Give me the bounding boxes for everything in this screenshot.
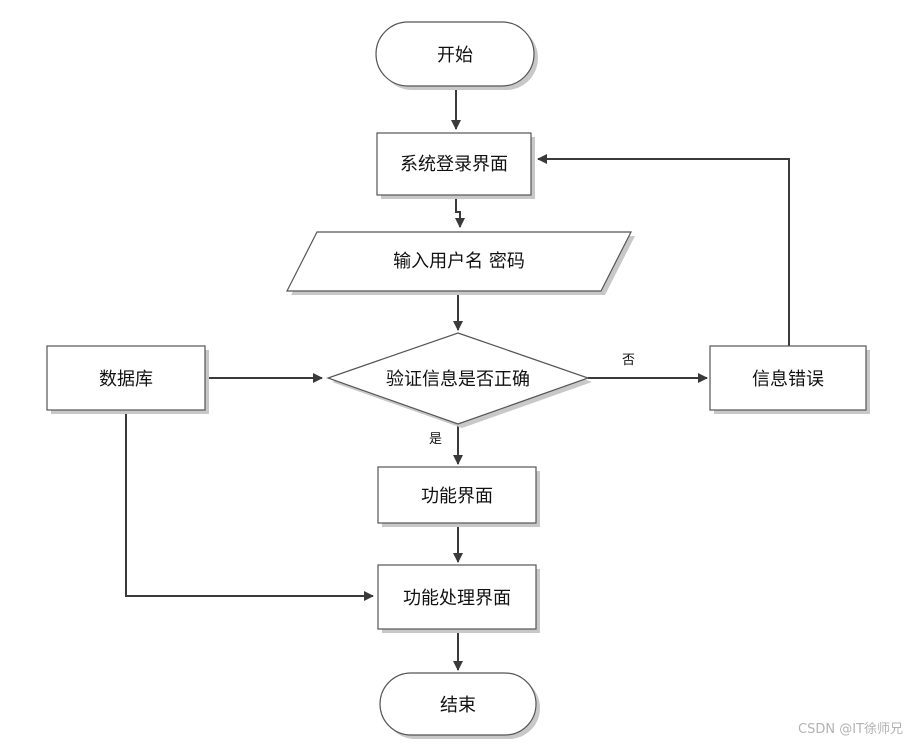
process-shape xyxy=(376,132,532,196)
terminal-shape xyxy=(375,21,535,87)
function-label: 功能界面 xyxy=(421,486,493,507)
edge-label-yes: 是 xyxy=(429,432,442,447)
node-end: 结束 xyxy=(379,672,540,739)
edge-database-process xyxy=(125,410,374,601)
watermark-text: CSDN @IT徐师兄 xyxy=(798,722,903,737)
start-label: 开始 xyxy=(437,45,473,66)
process-shape xyxy=(46,345,206,411)
edge-label-no: 否 xyxy=(622,353,635,368)
edge-login-input xyxy=(455,194,465,228)
process-shape xyxy=(377,466,537,524)
process-shape xyxy=(709,345,867,411)
end-label: 结束 xyxy=(440,695,476,716)
process-shape xyxy=(377,564,537,630)
database-label: 数据库 xyxy=(99,369,153,390)
terminal-shape xyxy=(379,672,537,736)
verify-label: 验证信息是否正确 xyxy=(386,369,530,390)
node-input: 输入用户名 密码 xyxy=(286,231,635,295)
process-label: 功能处理界面 xyxy=(403,588,511,609)
input-label: 输入用户名 密码 xyxy=(393,251,525,272)
edges xyxy=(125,86,790,671)
decision-shape xyxy=(326,332,590,425)
node-function: 功能界面 xyxy=(377,466,540,527)
io-shape xyxy=(286,231,632,292)
node-start: 开始 xyxy=(375,21,538,90)
node-verify: 验证信息是否正确 xyxy=(326,332,592,428)
edge-error-login xyxy=(537,154,790,346)
login-label: 系统登录界面 xyxy=(400,154,508,175)
error-label: 信息错误 xyxy=(752,369,824,390)
node-error: 信息错误 xyxy=(709,345,870,414)
node-database: 数据库 xyxy=(46,345,209,414)
node-login: 系统登录界面 xyxy=(376,132,535,199)
node-process: 功能处理界面 xyxy=(377,564,540,633)
